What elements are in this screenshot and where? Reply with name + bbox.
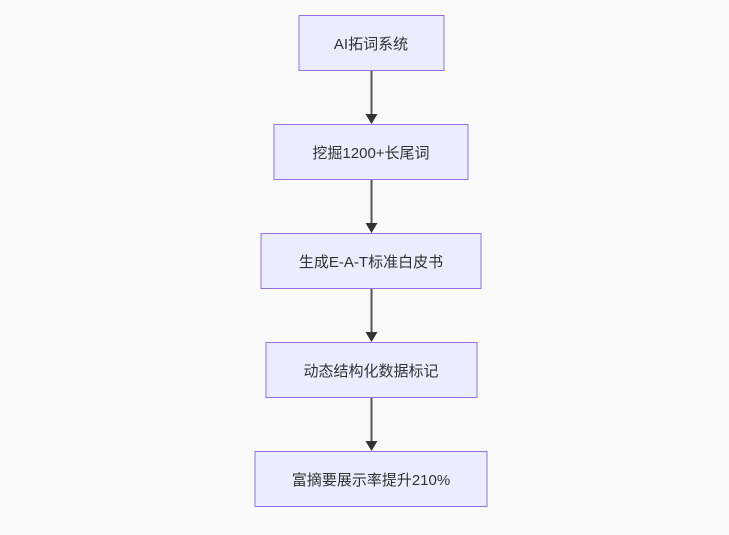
arrow-line (370, 398, 372, 442)
arrow-connector-1 (364, 71, 378, 124)
flow-node-5: 富摘要展示率提升210% (254, 451, 488, 507)
arrow-connector-2 (364, 180, 378, 233)
node-label: 动态结构化数据标记 (303, 362, 439, 380)
arrow-head-icon (365, 223, 377, 233)
flow-node-2: 挖掘1200+长尾词 (273, 124, 469, 180)
node-label: 挖掘1200+长尾词 (312, 144, 430, 162)
flowchart-column: AI拓词系统 挖掘1200+长尾词 生成E-A-T标准白皮书 动态结构化数据标记 (254, 15, 488, 507)
arrow-connector-3 (364, 289, 378, 342)
flow-node-1: AI拓词系统 (298, 15, 444, 71)
arrow-line (370, 180, 372, 224)
arrow-line (370, 289, 372, 333)
flow-node-3: 生成E-A-T标准白皮书 (260, 233, 482, 289)
flow-node-4: 动态结构化数据标记 (265, 342, 477, 398)
arrow-line (370, 71, 372, 115)
arrow-head-icon (365, 332, 377, 342)
arrow-head-icon (365, 114, 377, 124)
node-label: 富摘要展示率提升210% (291, 471, 451, 489)
arrow-head-icon (365, 441, 377, 451)
node-label: AI拓词系统 (333, 35, 409, 53)
arrow-connector-4 (364, 398, 378, 451)
node-label: 生成E-A-T标准白皮书 (298, 253, 444, 271)
